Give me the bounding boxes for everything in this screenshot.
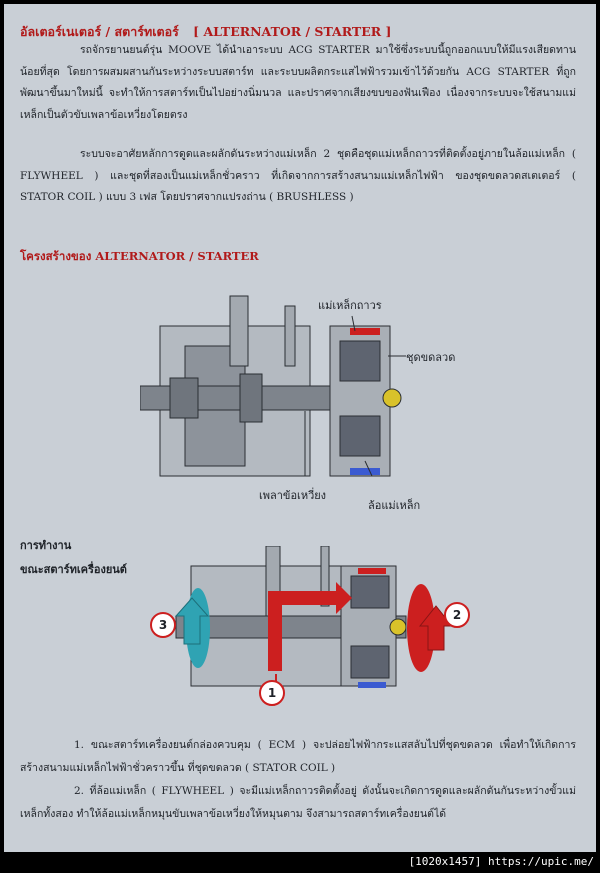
title-thai: อัลเตอร์เนเตอร์ / สตาร์ทเตอร์ — [20, 24, 179, 39]
power-flow-arrow — [268, 582, 352, 671]
crank-nut — [382, 388, 402, 408]
document-page: อัลเตอร์เนเตอร์ / สตาร์ทเตอร์ [ ALTERNAT… — [4, 4, 596, 852]
marker-2-label: 2 — [452, 608, 462, 622]
structure-diagram — [140, 295, 406, 477]
step-2: 2. ที่ล้อแม่เหล็ก ( FLYWHEEL ) จะมีแม่เห… — [20, 785, 576, 820]
document-title: อัลเตอร์เนเตอร์ / สตาร์ทเตอร์ [ ALTERNAT… — [20, 22, 391, 42]
title-english: [ ALTERNATOR / STARTER ] — [193, 24, 392, 39]
operation-steps: 1. ขณะสตาร์ทเครื่องยนต์กล่องควบคุม ( ECM… — [20, 734, 576, 826]
label-permanent-magnet: แม่เหล็กถาวร — [318, 299, 382, 312]
image-host-footer: [1020x1457] https://upic.me/ — [406, 855, 596, 868]
step-1: 1. ขณะสตาร์ทเครื่องยนต์กล่องควบคุม ( ECM… — [20, 739, 576, 774]
marker-3: 3 — [150, 612, 176, 638]
label-crankshaft: เพลาข้อเหวี่ยง — [259, 489, 327, 502]
intro-paragraph-2: ระบบจะอาศัยหลักการดูดและผลักดันระหว่างแม… — [20, 148, 576, 203]
intro-paragraph-1: รถจักรยานยนต์รุ่น MOOVE ได้นำเอาระบบ ACG… — [20, 44, 576, 121]
operation-heading: การทำงาน — [20, 539, 72, 552]
marker-1-label: 1 — [267, 686, 277, 700]
permanent-magnet-top — [350, 328, 380, 335]
label-coil: ชุดขดลวด — [406, 351, 456, 364]
flywheel-assembly-2 — [340, 565, 407, 688]
marker-3-label: 3 — [158, 618, 168, 632]
leader-lines — [304, 315, 406, 477]
marker-1: 1 — [259, 680, 285, 706]
label-flywheel: ล้อแม่เหล็ก — [368, 499, 421, 512]
permanent-magnet-bottom — [350, 468, 380, 475]
structure-heading: โครงสร้างของ ALTERNATOR / STARTER — [20, 249, 259, 263]
operation-diagram — [174, 546, 454, 688]
left-rotation-wheel — [174, 588, 210, 668]
operation-subheading: ขณะสตาร์ทเครื่องยนต์ — [20, 563, 127, 576]
marker-2: 2 — [444, 602, 470, 628]
flywheel-assembly — [329, 325, 402, 477]
right-rotation-wheel — [407, 584, 454, 672]
